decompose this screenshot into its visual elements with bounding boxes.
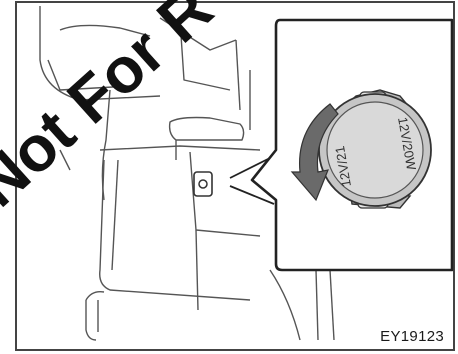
socket-location [194, 172, 212, 196]
figure-code: EY19123 [380, 328, 444, 345]
